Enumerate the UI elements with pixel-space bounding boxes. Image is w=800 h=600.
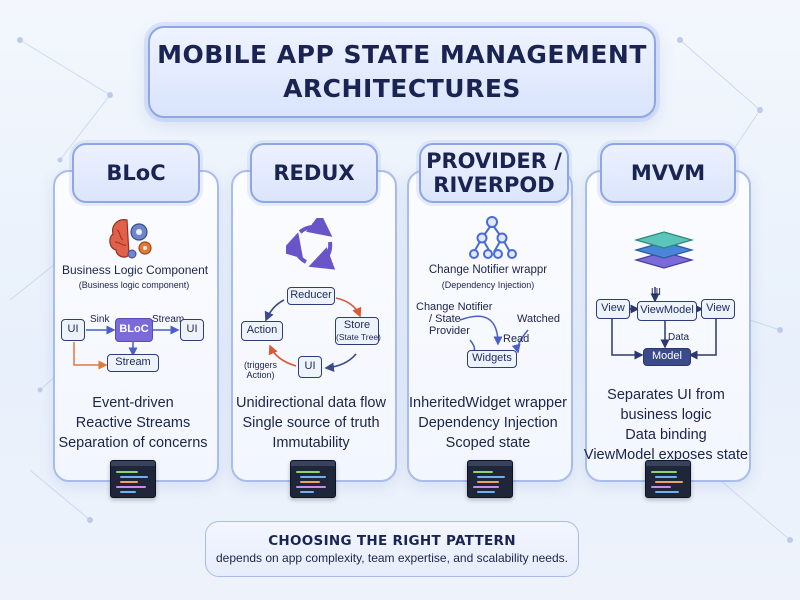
- mvvm-bullet-1: Separates UI from: [607, 387, 725, 403]
- tab-bloc: BLoC: [72, 143, 200, 203]
- tab-provider: PROVIDER / RIVERPOD: [419, 143, 569, 203]
- mvvm-ui-label: UI: [651, 287, 661, 298]
- tab-mvvm-label: MVVM: [630, 161, 706, 185]
- footer-banner: CHOOSING THE RIGHT PATTERN depends on ap…: [205, 521, 579, 577]
- provider-subcaption: (Dependency Injection): [441, 280, 535, 290]
- mvvm-model-box: Model: [643, 348, 691, 366]
- title-banner: MOBILE APP STATE MANAGEMENT ARCHITECTURE…: [148, 26, 656, 118]
- footer-subtitle: depends on app complexity, team expertis…: [216, 551, 568, 565]
- bloc-bullet-2: Reactive Streams: [75, 415, 191, 431]
- tree-icon: [469, 216, 517, 259]
- bloc-ui-right: UI: [180, 319, 204, 341]
- mvvm-bullets: Separates UI from business logic Data bi…: [581, 385, 751, 465]
- bloc-subcaption: (Business logic component): [78, 280, 190, 290]
- redux-store-sub: (State Tree): [336, 332, 381, 342]
- provider-left-line2: / State: [429, 313, 461, 325]
- redux-store-box: Store (State Tree): [335, 317, 381, 345]
- brain-gears-icon: [109, 219, 152, 259]
- redux-triggers-line2: Action): [246, 370, 275, 380]
- mvvm-viewmodel-box: ViewModel: [637, 301, 697, 321]
- code-window-icon: [110, 460, 156, 498]
- provider-watched-label: Watched: [517, 313, 561, 325]
- mvvm-bullet-4: ViewModel exposes state: [583, 447, 749, 463]
- provider-bullet-2: Dependency Injection: [418, 415, 558, 431]
- provider-left-line1: Change Notifier: [416, 301, 493, 313]
- redux-ui-box: UI: [298, 356, 322, 378]
- page-title-line1: MOBILE APP STATE MANAGEMENT: [157, 40, 647, 69]
- footer-title: CHOOSING THE RIGHT PATTERN: [268, 533, 516, 549]
- redux-reducer-box: Reducer: [287, 287, 335, 305]
- code-window-icon: [645, 460, 691, 498]
- code-window-icon: [290, 460, 336, 498]
- provider-bullet-1: InheritedWidget wrapper: [409, 395, 567, 411]
- provider-bullets: InheritedWidget wrapper Dependency Injec…: [403, 393, 573, 453]
- tab-redux-label: REDUX: [273, 161, 355, 185]
- cycle-arrows-icon: [286, 218, 336, 270]
- mvvm-bullet-3: Data binding: [625, 427, 707, 443]
- page-title-line2: ARCHITECTURES: [283, 74, 521, 103]
- redux-store-label: Store: [343, 319, 371, 331]
- mvvm-view-right: View: [701, 299, 735, 319]
- tab-mvvm: MVVM: [600, 143, 736, 203]
- tab-provider-label-1: PROVIDER /: [426, 149, 562, 173]
- bloc-bullets: Event-driven Reactive Streams Separation…: [48, 393, 218, 453]
- provider-caption: Change Notifier wrappr: [428, 264, 548, 276]
- bloc-sink-label: Sink: [90, 314, 110, 325]
- provider-read-label: Read: [503, 333, 530, 345]
- redux-flow-arrows: [264, 297, 362, 372]
- redux-bullet-2: Single source of truth: [242, 415, 380, 431]
- bloc-arrows: [73, 325, 180, 370]
- bloc-stream-box: Stream: [107, 354, 159, 372]
- tab-provider-label-2: RIVERPOD: [433, 173, 555, 197]
- layers-icon: [633, 231, 695, 269]
- provider-left-labels: Change Notifier / State Provider: [416, 301, 492, 337]
- bloc-stream-label: Stream: [152, 314, 185, 325]
- code-window-icon: [467, 460, 513, 498]
- mvvm-data-label: Data: [668, 332, 690, 343]
- redux-triggers-label: (triggers Action): [244, 360, 277, 380]
- bloc-bullet-3: Separation of concerns: [58, 435, 208, 451]
- redux-triggers-line1: (triggers: [244, 360, 278, 370]
- mvvm-view-left: View: [596, 299, 630, 319]
- bloc-bullet-1: Event-driven: [92, 395, 174, 411]
- redux-action-box: Action: [241, 321, 283, 341]
- redux-bullets: Unidirectional data flow Single source o…: [226, 393, 396, 453]
- redux-bullet-1: Unidirectional data flow: [236, 395, 386, 411]
- tab-bloc-label: BLoC: [106, 161, 166, 185]
- bloc-ui-left: UI: [61, 319, 85, 341]
- mvvm-bullet-2: business logic: [620, 407, 712, 423]
- mvvm-arrows: [611, 287, 717, 360]
- provider-bullet-3: Scoped state: [445, 435, 531, 451]
- tab-redux: REDUX: [250, 143, 378, 203]
- bloc-caption: Business Logic Component: [62, 263, 209, 277]
- provider-widgets-box: Widgets: [467, 350, 517, 368]
- provider-left-line3: Provider: [429, 325, 470, 337]
- redux-bullet-3: Immutability: [272, 435, 350, 451]
- bloc-box: BLoC: [115, 318, 153, 342]
